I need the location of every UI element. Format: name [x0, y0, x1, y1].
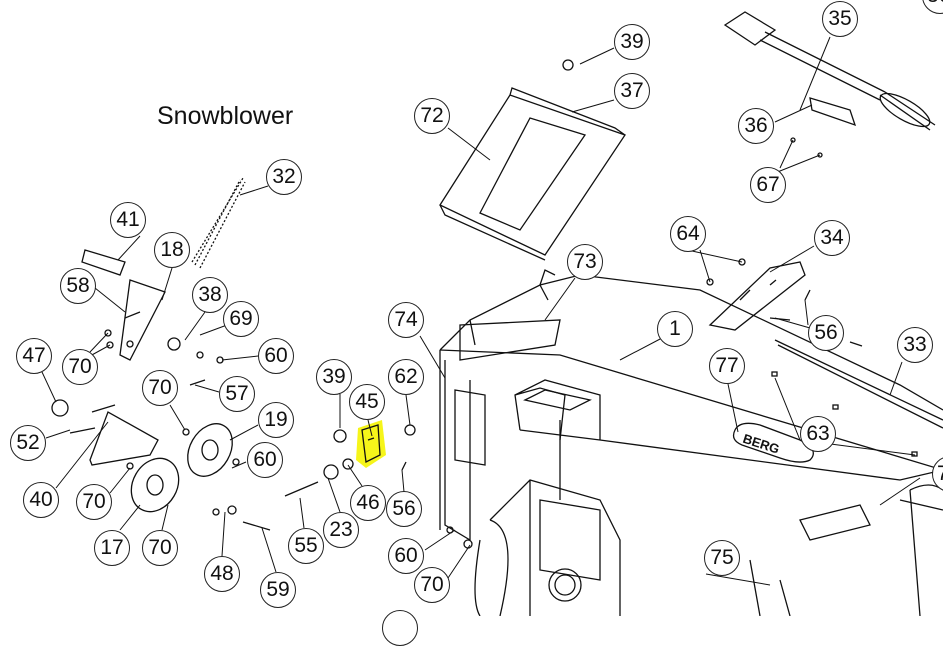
- leader-lines: [41, 36, 921, 586]
- callout-17: 17: [94, 530, 130, 566]
- callout-73: 73: [567, 244, 603, 280]
- bracket-40: [89, 411, 159, 466]
- callout-75: 75: [704, 540, 740, 576]
- callout-40: 40: [23, 482, 59, 518]
- callout-37: 37: [614, 73, 650, 109]
- callout-70: 70: [414, 567, 450, 603]
- callout-35: 35: [822, 1, 858, 37]
- callout-60: 60: [388, 538, 424, 574]
- callout-38: 38: [192, 277, 228, 313]
- bracket-34: [708, 261, 806, 331]
- callout-46: 46: [350, 485, 386, 521]
- callout-34: 34: [814, 220, 850, 256]
- callout-72: 72: [414, 98, 450, 134]
- callout-36: 36: [738, 108, 774, 144]
- callout-23: 23: [323, 512, 359, 548]
- chute-crank-handle: [723, 11, 936, 131]
- callout-48: 48: [204, 556, 240, 592]
- callout-32: 32: [266, 159, 302, 195]
- callout-52: 52: [10, 425, 46, 461]
- callout-70: 70: [142, 530, 178, 566]
- callout-69: 69: [223, 301, 259, 337]
- callout-77: 77: [709, 348, 745, 384]
- callout-56: 56: [386, 491, 422, 527]
- callout-70: 70: [142, 370, 178, 406]
- callout-33: 33: [897, 327, 933, 363]
- callout-60: 60: [247, 442, 283, 478]
- bracket-45: [361, 424, 381, 463]
- callout-18: 18: [154, 232, 190, 268]
- callout-59: 59: [260, 572, 296, 608]
- callout-60: 60: [258, 338, 294, 374]
- brand-plate-text: BERG: [741, 431, 781, 457]
- diagram-title: Snowblower: [157, 102, 294, 130]
- callout-55: 55: [288, 528, 324, 564]
- callout-47: 47: [16, 338, 52, 374]
- parts-diagram: BERG: [41, 11, 943, 616]
- callout-64: 64: [670, 216, 706, 252]
- callout-39: 39: [316, 359, 352, 395]
- callout-74: 74: [388, 302, 424, 338]
- pulleys: [51, 337, 354, 513]
- callout-56: 56: [808, 315, 844, 351]
- callout-70: 70: [76, 484, 112, 520]
- chute-deflector: [439, 87, 627, 261]
- snowblower-housing: BERG: [439, 269, 943, 616]
- lever-18: [81, 249, 166, 361]
- callout-62: 62: [388, 359, 424, 395]
- callout-19: 19: [258, 402, 294, 438]
- brand-plate: [732, 422, 814, 463]
- callout-67: 67: [750, 167, 786, 203]
- callout-63: 63: [800, 416, 836, 452]
- callout-58: 58: [60, 268, 96, 304]
- hardware: [69, 59, 918, 549]
- callout-partial-bottom: [382, 610, 418, 646]
- spring-32: [191, 177, 246, 269]
- callout-41: 41: [110, 202, 146, 238]
- callout-39: 39: [614, 24, 650, 60]
- rod-33: [774, 339, 943, 429]
- callout-70: 70: [62, 349, 98, 385]
- callout-45: 45: [349, 384, 385, 420]
- callout-1: 1: [657, 311, 693, 347]
- callout-57: 57: [219, 376, 255, 412]
